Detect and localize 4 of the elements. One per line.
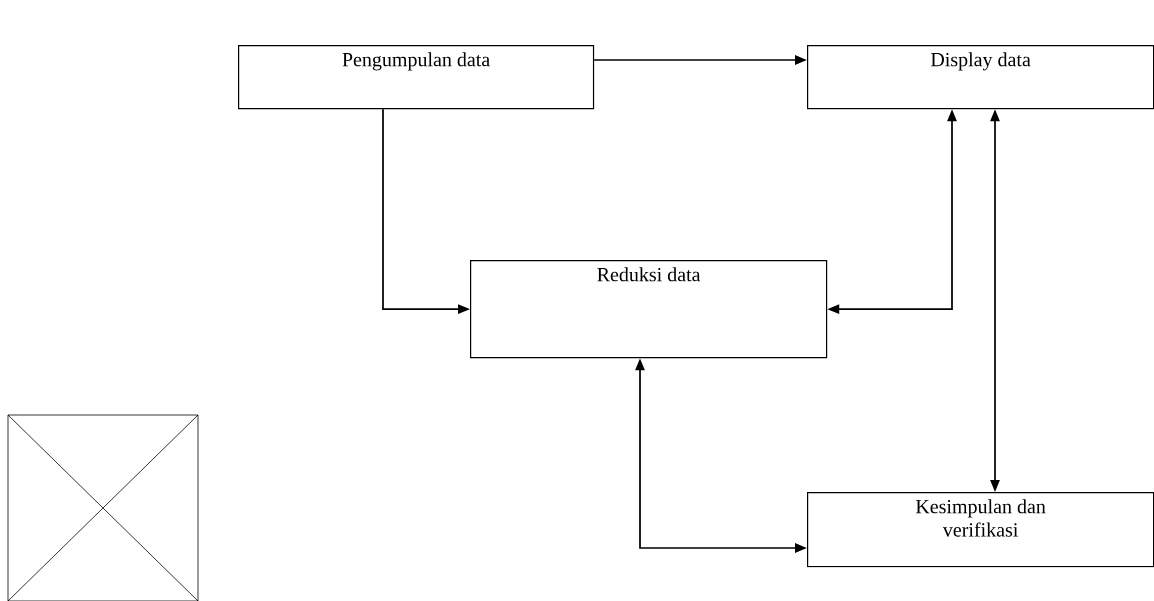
- process-box: Display data: [807, 45, 1154, 110]
- process-box: Kesimpulan dan verifikasi: [807, 492, 1154, 568]
- process-box: Pengumpulan data: [238, 45, 595, 110]
- process-box: Reduksi data: [470, 260, 828, 359]
